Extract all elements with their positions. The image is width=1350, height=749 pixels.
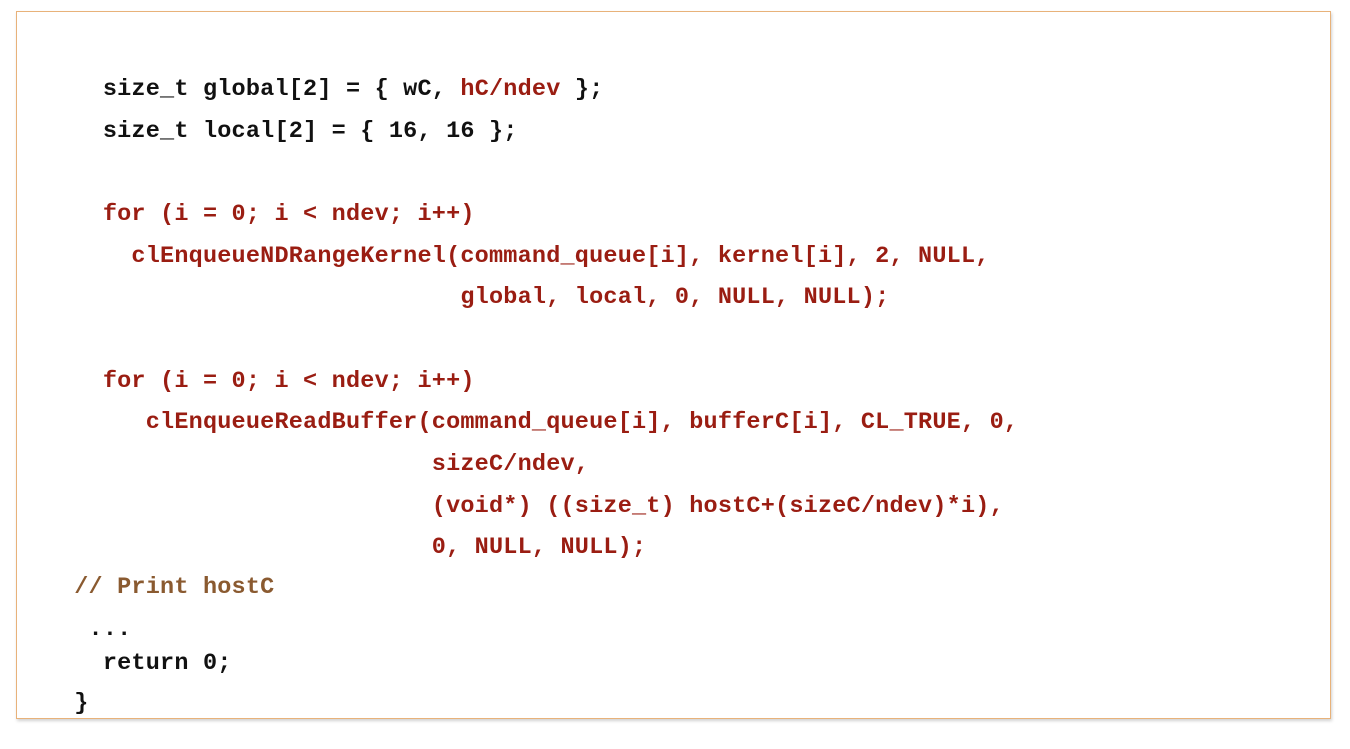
code-token-highlight: hC/ndev [460,76,561,103]
code-line-global-decl: size_t global[2] = { wC, hC/ndev }; [17,45,603,135]
code-token-highlight: (void*) ((size_t) hostC+(sizeC/ndev)*i), [74,493,1004,520]
code-line-enqueue-ndrange-cont: global, local, 0, NULL, NULL); [17,253,889,343]
code-line-for-loop-1: for (i = 0; i < ndev; i++) [17,170,475,260]
code-token-highlight: for (i = 0; i < ndev; i++) [74,201,475,228]
code-line-enqueue-read-size: sizeC/ndev, [17,420,589,510]
code-line-return: return 0; [17,619,232,709]
code-line-closing-brace: } [17,659,89,749]
code-line-for-loop-2: for (i = 0; i < ndev; i++) [17,337,475,427]
code-line-enqueue-ndrange: clEnqueueNDRangeKernel(command_queue[i],… [17,212,990,302]
code-token: size_t global[2] = { wC, [74,76,461,103]
code-line-local-decl: size_t local[2] = { 16, 16 }; [17,87,518,177]
code-token: ... [74,616,132,643]
code-token-highlight: for (i = 0; i < ndev; i++) [74,368,475,395]
code-token-highlight: global, local, 0, NULL, NULL); [74,284,890,311]
code-line-enqueue-read: clEnqueueReadBuffer(command_queue[i], bu… [17,378,1018,468]
code-token: return 0; [74,650,232,677]
code-token: } [74,690,89,717]
code-listing-frame: size_t global[2] = { wC, hC/ndev }; size… [16,11,1331,719]
code-line-enqueue-read-ptr: (void*) ((size_t) hostC+(sizeC/ndev)*i), [17,462,1004,552]
code-comment: // Print hostC [74,574,275,601]
code-line-enqueue-read-end: 0, NULL, NULL); [17,503,646,593]
code-token-highlight: 0, NULL, NULL); [74,534,647,561]
code-token-highlight: sizeC/ndev, [74,451,590,478]
code-token: size_t local[2] = { 16, 16 }; [74,118,518,145]
code-line-ellipsis: ... [17,585,132,675]
code-token-highlight: clEnqueueNDRangeKernel(command_queue[i],… [74,243,990,270]
code-token: }; [560,76,604,103]
code-line-comment-print: // Print hostC [17,543,274,633]
code-token-highlight: clEnqueueReadBuffer(command_queue[i], bu… [74,409,1019,436]
